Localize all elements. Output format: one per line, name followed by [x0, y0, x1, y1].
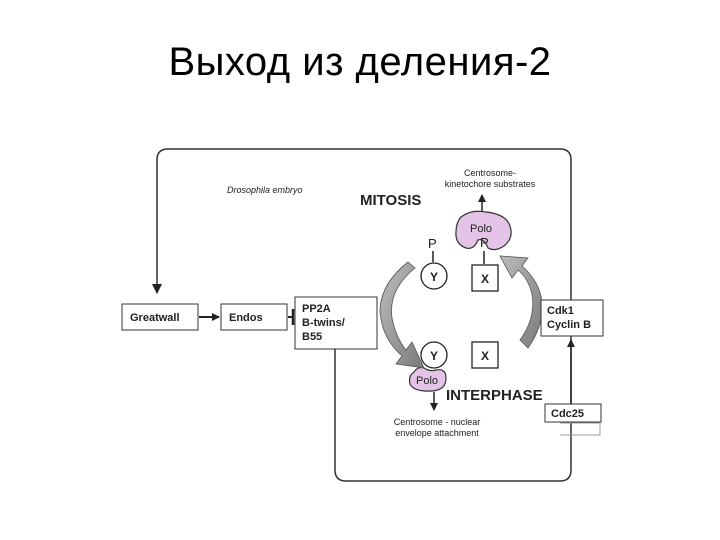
pp2a-label-line3: B55: [302, 331, 322, 343]
cdc25-box: [544, 403, 602, 423]
pp2a-label-line1: PP2A: [302, 303, 331, 315]
cdc25-label: Cdc25: [551, 408, 584, 420]
y-site-interphase-label: Y: [430, 349, 438, 363]
y-site-interphase: [420, 341, 448, 369]
polo-top-p-label: P: [480, 235, 489, 250]
polo-bottom-label: Polo: [416, 375, 438, 387]
x-site-mitosis-label: X: [481, 272, 489, 286]
endos-label: Endos: [229, 312, 263, 324]
top-substrates-line2: kinetochore substrates: [445, 179, 536, 189]
y-phospho-label: P: [428, 236, 437, 251]
greatwall-label: Greatwall: [130, 312, 180, 324]
polo-kinase-mitosis: [455, 210, 512, 251]
cdk1-label: Cdk1: [547, 305, 574, 317]
x-site-interphase-label: X: [481, 349, 489, 363]
mitosis-label: MITOSIS: [360, 192, 421, 209]
bottom-substrates-line2: envelope attachment: [395, 428, 479, 438]
polo-top-label: Polo: [470, 223, 492, 235]
endos-box: [220, 303, 288, 331]
x-site-mitosis: [471, 264, 499, 292]
pp2a-label-line2: B-twins/: [302, 317, 345, 329]
x-site-interphase: [471, 341, 499, 369]
cdk1-cyclinb-box: [540, 299, 604, 337]
feedback-arrowhead: [152, 284, 162, 294]
cyclinb-label: Cyclin B: [547, 319, 591, 331]
greatwall-box: [121, 303, 199, 331]
dephosphorylation-cycle-arrow: [379, 261, 425, 369]
cdc25-bracket: [560, 422, 601, 436]
y-site-mitosis-label: Y: [430, 270, 438, 284]
bottom-substrates-line1: Centrosome - nuclear: [394, 417, 481, 427]
top-substrates-line1: Centrosome-: [464, 168, 516, 178]
pp2a-box: [294, 296, 378, 350]
slide-title: Выход из деления-2: [168, 40, 552, 84]
phosphorylation-cycle-arrow: [499, 255, 543, 349]
organism-note: Drosophila embryo: [227, 185, 303, 195]
interphase-label: INTERPHASE: [446, 387, 543, 404]
y-site-mitosis: [420, 262, 448, 290]
